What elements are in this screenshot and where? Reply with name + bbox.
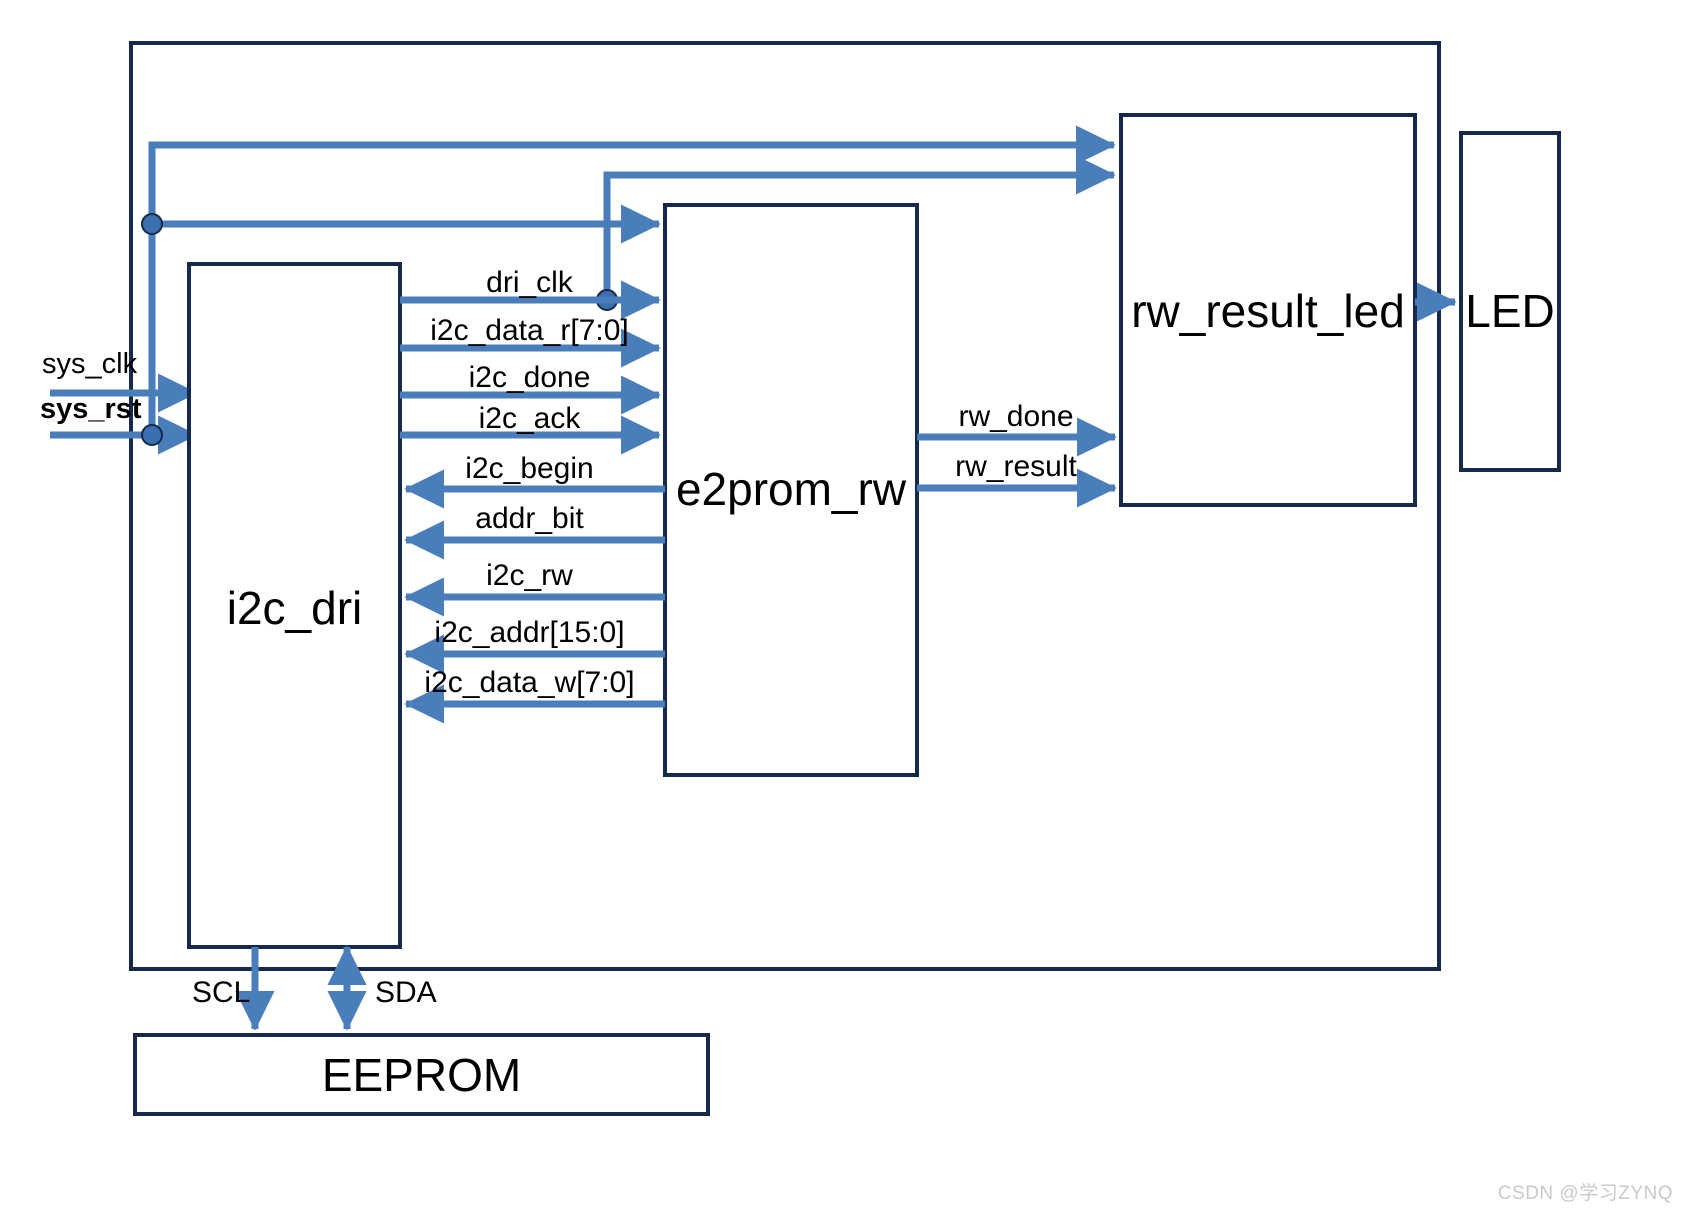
block-label-e2prom-rw: e2prom_rw bbox=[675, 463, 907, 515]
signal-label-sda: SDA bbox=[375, 976, 437, 1009]
signal-label-rw-done: rw_done bbox=[958, 400, 1074, 433]
signal-label-i2c-done: i2c_done bbox=[468, 361, 591, 394]
block-label-i2c-dri: i2c_dri bbox=[226, 582, 363, 634]
signal-label-i2c-data-w: i2c_data_w[7:0] bbox=[424, 666, 635, 699]
block-i2c-dri[interactable] bbox=[187, 262, 402, 949]
signal-label-rw-result: rw_result bbox=[955, 450, 1077, 483]
junction-dot-sys-rst-upper bbox=[141, 213, 163, 235]
port-label-sys-rst: sys_rst bbox=[40, 393, 142, 425]
watermark-text: CSDN @学习ZYNQ bbox=[1497, 1183, 1673, 1204]
signal-label-dri-clk: dri_clk bbox=[486, 266, 573, 299]
signal-label-scl: SCL bbox=[192, 976, 251, 1009]
block-label-rw-result-led: rw_result_led bbox=[1131, 285, 1405, 337]
port-label-sys-clk: sys_clk bbox=[42, 348, 138, 380]
signal-label-i2c-begin: i2c_begin bbox=[465, 452, 594, 485]
block-label-led: LED bbox=[1465, 285, 1555, 337]
block-label-eeprom: EEPROM bbox=[321, 1049, 522, 1101]
block-rw-result-led[interactable] bbox=[1119, 113, 1417, 507]
top-level-boundary bbox=[129, 41, 1441, 971]
junction-dot-sys-rst bbox=[141, 424, 163, 446]
signal-label-addr-bit: addr_bit bbox=[475, 502, 584, 535]
signal-label-i2c-data-r: i2c_data_r[7:0] bbox=[430, 314, 629, 347]
signal-label-i2c-ack: i2c_ack bbox=[478, 402, 581, 435]
block-led[interactable] bbox=[1459, 131, 1561, 472]
wire-dri-clk-riser bbox=[603, 155, 1116, 300]
block-eeprom[interactable] bbox=[133, 1033, 710, 1116]
signal-label-i2c-rw: i2c_rw bbox=[486, 559, 573, 592]
signal-label-i2c-addr: i2c_addr[15:0] bbox=[434, 616, 625, 649]
